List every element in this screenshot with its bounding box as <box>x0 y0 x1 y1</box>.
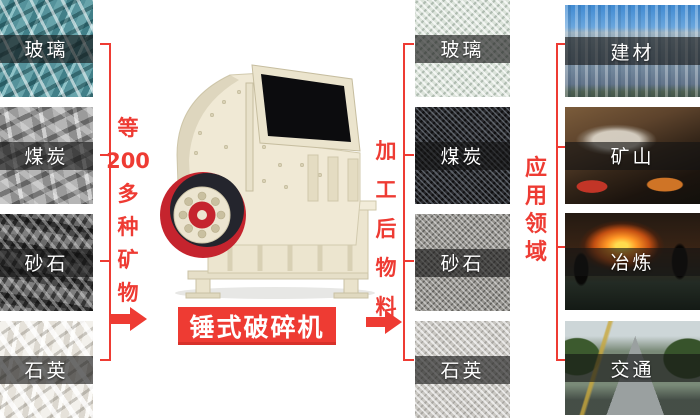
caption-char: 加 <box>375 139 397 163</box>
material-label-band: 砂石 <box>415 248 510 277</box>
input-material-tile-quartz: 石英 <box>0 321 93 418</box>
material-label-band: 玻璃 <box>415 34 510 63</box>
output-material-tile-sand: 砂石 <box>415 214 510 311</box>
output-group-bracket <box>403 43 414 361</box>
caption-char: 矿 <box>117 248 139 272</box>
application-label: 矿山 <box>610 146 655 168</box>
application-label-band: 矿山 <box>565 141 700 170</box>
caption-char: 物 <box>375 256 397 280</box>
flywheel <box>160 172 246 258</box>
input-group-bracket <box>100 43 111 361</box>
material-label-band: 煤炭 <box>415 141 510 170</box>
crusher-machine-illustration <box>160 64 377 299</box>
output-caption: 加 工 后 物 料 <box>366 141 406 318</box>
caption-char: 用 <box>524 184 547 209</box>
material-label-band: 玻璃 <box>0 34 93 63</box>
arrow-right-icon <box>366 310 402 334</box>
application-label-band: 冶炼 <box>565 247 700 276</box>
material-label-band: 砂石 <box>0 248 93 277</box>
input-material-tile-coal: 煤炭 <box>0 107 93 204</box>
caption-char: 料 <box>375 295 397 319</box>
caption-char: 种 <box>117 215 139 239</box>
application-tile-mining: 矿山 <box>565 107 700 204</box>
machine-name-label: 锤式破碎机 <box>189 313 325 342</box>
caption-char: 域 <box>524 240 547 265</box>
arrow-right-icon <box>111 307 147 331</box>
caption-char: 工 <box>375 178 397 202</box>
machine-name-button[interactable]: 锤式破碎机 <box>178 307 336 345</box>
caption-char: 等 <box>117 116 139 140</box>
input-caption: 等 200 多 种 矿 物 <box>106 116 150 305</box>
material-label: 砂石 <box>24 253 69 275</box>
material-label: 玻璃 <box>24 39 69 61</box>
material-label-band: 煤炭 <box>0 141 93 170</box>
material-label: 砂石 <box>440 253 485 275</box>
input-material-tile-sand: 砂石 <box>0 214 93 311</box>
application-label: 建材 <box>610 41 655 64</box>
material-label: 石英 <box>24 360 69 382</box>
caption-char: 应 <box>524 156 547 181</box>
material-label: 石英 <box>440 360 485 382</box>
application-tile-transportation: 交通 <box>565 321 700 415</box>
material-label-band: 石英 <box>415 355 510 384</box>
application-caption: 应 用 领 域 <box>516 158 556 264</box>
caption-char: 领 <box>524 212 547 237</box>
output-material-tile-glass: 玻璃 <box>415 0 510 97</box>
application-tile-building-materials: 建材 <box>565 5 700 97</box>
application-label: 冶炼 <box>610 252 655 274</box>
caption-char: 物 <box>117 281 139 305</box>
material-label: 玻璃 <box>440 39 485 61</box>
application-label-band: 建材 <box>565 37 700 65</box>
caption-char: 多 <box>117 182 139 206</box>
material-label-band: 石英 <box>0 355 93 384</box>
output-material-tile-coal: 煤炭 <box>415 107 510 204</box>
caption-char: 200 <box>106 149 150 173</box>
application-label-band: 交通 <box>565 354 700 382</box>
caption-char: 后 <box>375 217 397 241</box>
material-label: 煤炭 <box>440 146 485 168</box>
application-tile-smelting: 冶炼 <box>565 213 700 310</box>
output-material-tile-quartz: 石英 <box>415 321 510 418</box>
input-material-tile-glass: 玻璃 <box>0 0 93 97</box>
material-label: 煤炭 <box>24 146 69 168</box>
application-label: 交通 <box>610 358 655 381</box>
